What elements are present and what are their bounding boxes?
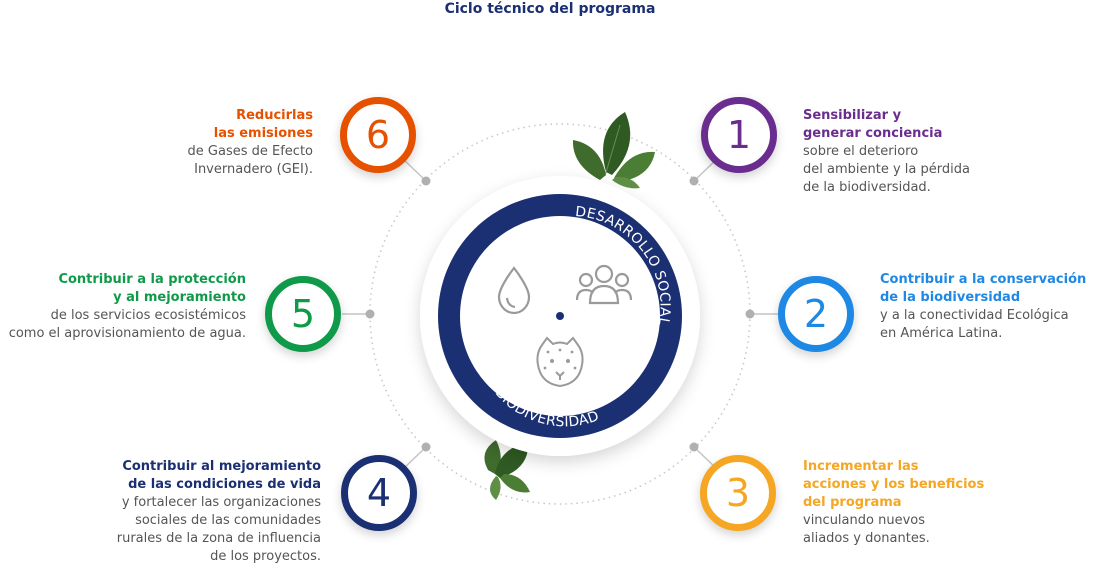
step-6-body-line-1: de Gases de Efecto: [187, 144, 313, 159]
people-icon: [575, 264, 633, 305]
orbit-dot-4: [421, 442, 431, 452]
step-2-heading-line-1: Contribuir a la conservación: [880, 272, 1087, 287]
step-6-number: 6: [365, 113, 391, 157]
step-1-body-line-3: de la biodiversidad.: [803, 180, 931, 195]
step-5-heading-line-2: y al mejoramiento: [113, 290, 246, 305]
jaguar-icon: [536, 336, 584, 388]
center-dot: [556, 312, 564, 320]
step-2-number: 2: [803, 292, 829, 336]
orbit-dot-6: [421, 176, 431, 186]
step-1-heading-line-2: generar conciencia: [803, 126, 943, 141]
step-2-heading-line-2: de la biodiversidad: [880, 290, 1021, 305]
step-5-body-line-2: como el aprovisionamiento de agua.: [8, 326, 246, 341]
step-4-body-line-3: rurales de la zona de influencia: [116, 531, 321, 546]
step-1-circle: 1: [701, 97, 777, 173]
orbit-dots: [365, 176, 755, 452]
diagram-title: Ciclo técnico del programa: [444, 1, 656, 17]
step-6-text: Reducirlas las emisiones de Gases de Efe…: [100, 107, 313, 179]
orbit-dot-2: [745, 309, 755, 319]
step-2-body-line-2: en América Latina.: [880, 326, 1003, 341]
leaf-icon: [572, 112, 655, 189]
step-5-number: 5: [290, 292, 316, 336]
orbit-dot-1: [689, 176, 699, 186]
step-5-heading-line-1: Contribuir a la protección: [58, 272, 246, 287]
step-2-body-line-1: y a la conectividad Ecológica: [880, 308, 1069, 323]
step-3-number: 3: [725, 471, 751, 515]
step-4-heading-line-2: de las condiciones de vida: [128, 477, 321, 492]
step-6-circle: 6: [340, 97, 416, 173]
step-3-heading-line-2: acciones y los beneficios: [803, 477, 985, 492]
step-4-body-line-2: sociales de las comunidades: [135, 513, 321, 528]
step-5-body-line-1: de los servicios ecosistémicos: [50, 308, 246, 323]
step-3-body-line-2: aliados y donantes.: [803, 531, 930, 546]
step-1-heading-line-1: Sensibilizar y: [803, 108, 902, 123]
step-4-body-line-4: de los proyectos.: [210, 549, 321, 564]
step-4-circle: 4: [341, 455, 417, 531]
step-5-circle: 5: [265, 276, 341, 352]
step-4-body-line-1: y fortalecer las organizaciones: [121, 495, 321, 510]
orbit-dot-3: [689, 442, 699, 452]
connector-6: [401, 157, 427, 182]
step-4-number: 4: [366, 471, 392, 515]
step-3-body-line-1: vinculando nuevos: [803, 513, 925, 528]
step-3-circle: 3: [700, 455, 776, 531]
step-1-number: 1: [726, 113, 752, 157]
step-3-heading-line-3: del programa: [803, 495, 902, 510]
step-3-heading-line-1: Incrementar las: [803, 459, 919, 474]
step-6-heading-line-1: Reducirlas: [236, 108, 313, 123]
step-6-heading-line-2: las emisiones: [213, 126, 313, 141]
step-1-body-line-1: sobre el deterioro: [803, 144, 919, 159]
step-4-heading-line-1: Contribuir al mejoramiento: [122, 459, 321, 474]
step-1-body-line-2: del ambiente y la pérdida: [803, 162, 970, 177]
step-1-text: Sensibilizar y generar conciencia sobre …: [803, 107, 1043, 197]
step-5-text: Contribuir a la protección y al mejorami…: [0, 271, 246, 343]
water-drop-icon: [497, 266, 531, 315]
leaf-icon: [484, 440, 530, 500]
step-6-body-line-2: Invernadero (GEI).: [194, 162, 313, 177]
orbit-dot-5: [365, 309, 375, 319]
step-2-circle: 2: [778, 276, 854, 352]
step-3-text: Incrementar las acciones y los beneficio…: [803, 458, 1043, 548]
step-2-text: Contribuir a la conservación de la biodi…: [880, 271, 1096, 343]
step-4-text: Contribuir al mejoramiento de las condic…: [60, 458, 321, 566]
